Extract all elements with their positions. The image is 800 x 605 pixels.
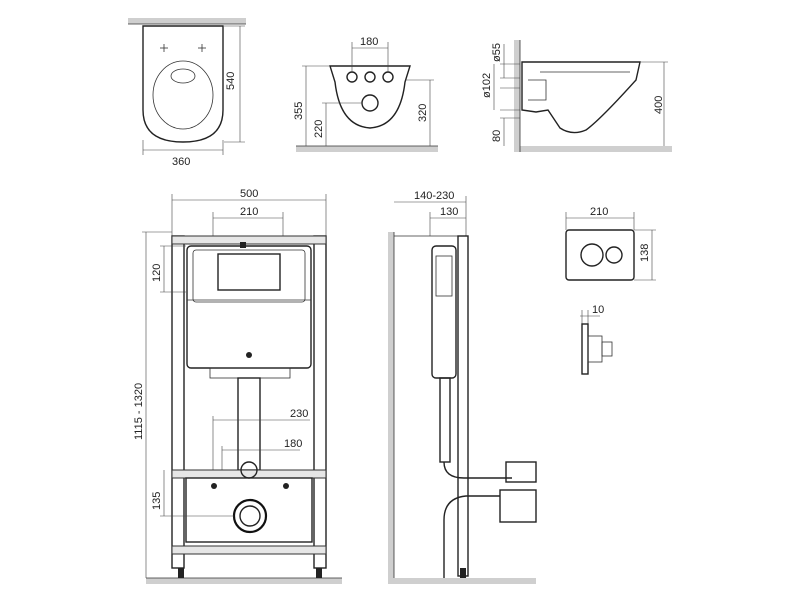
dim-height-400: 400 bbox=[653, 96, 665, 114]
bolt-hole-right bbox=[198, 44, 206, 52]
dim-tank-offset: 120 bbox=[151, 264, 163, 282]
dim-bowl-width: 360 bbox=[172, 156, 190, 168]
dim-height-355: 355 bbox=[293, 102, 305, 120]
dim-diam-55: ø55 bbox=[491, 43, 503, 62]
flush-button-large bbox=[580, 243, 604, 267]
bowl-back-view: 180 355 220 320 bbox=[293, 36, 438, 152]
bolt-hole-left bbox=[160, 44, 168, 52]
dim-bolt-spacing: 180 bbox=[360, 36, 378, 48]
dim-plate-width: 210 bbox=[590, 206, 608, 218]
frame-front-view: 500 210 230 180 bbox=[133, 188, 342, 584]
flush-button-small bbox=[605, 246, 623, 264]
dim-offset-80: 80 bbox=[491, 130, 503, 142]
dim-bolt-230: 230 bbox=[290, 408, 308, 420]
dim-drain-height: 135 bbox=[151, 492, 163, 510]
dim-frame-height: 1115 - 1320 bbox=[133, 383, 145, 440]
dim-depth: 130 bbox=[440, 206, 458, 218]
flush-plate-view: 210 138 10 bbox=[565, 206, 656, 375]
dim-height-220: 220 bbox=[313, 120, 325, 138]
dim-frame-width: 500 bbox=[240, 188, 258, 200]
dim-bowl-depth: 540 bbox=[225, 72, 237, 90]
bowl-side-view: ø55 ø102 80 400 bbox=[481, 40, 672, 152]
dim-height-320: 320 bbox=[417, 104, 429, 122]
dim-plate-thickness: 10 bbox=[592, 304, 604, 316]
dim-tank-width: 210 bbox=[240, 206, 258, 218]
bowl-plan-view: 360 540 bbox=[128, 18, 246, 168]
dim-depth-range: 140-230 bbox=[414, 190, 454, 202]
dim-bolt-180: 180 bbox=[284, 438, 302, 450]
dim-plate-height: 138 bbox=[639, 244, 651, 262]
dim-diam-102: ø102 bbox=[481, 73, 493, 98]
frame-side-view: 140-230 130 bbox=[388, 190, 537, 584]
